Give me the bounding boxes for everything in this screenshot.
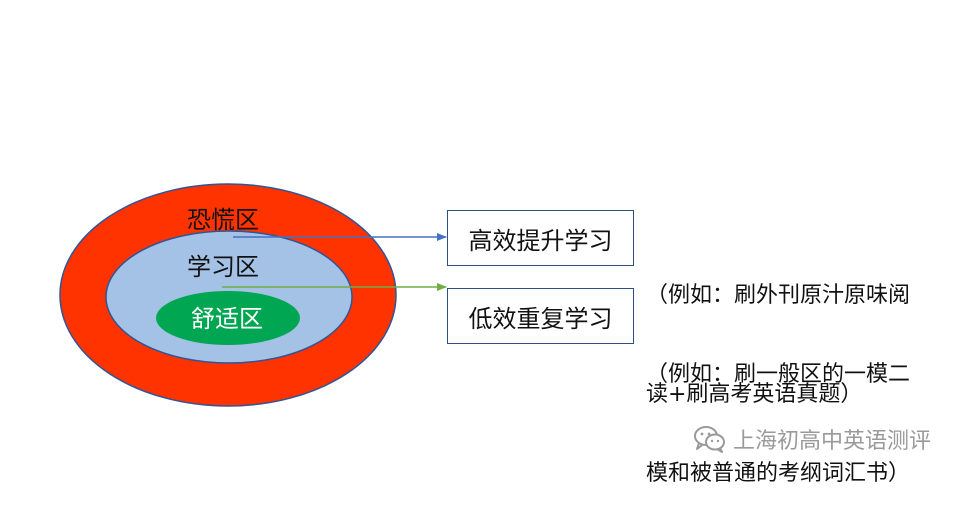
high-note-line1: （例如：刷外刊原汁原味阅	[646, 283, 911, 308]
comfort-zone-label: 舒适区	[191, 305, 263, 333]
high-note-line2: 读+刷高考英语真题）	[646, 382, 863, 407]
low-efficiency-label: 低效重复学习	[468, 304, 613, 333]
panic-zone-label: 恐慌区	[187, 206, 259, 234]
wechat-icon	[694, 426, 725, 453]
high-efficiency-note: （例如：刷外刊原汁原味阅 读+刷高考英语真题）	[646, 213, 910, 444]
learning-zone-label: 学习区	[187, 253, 259, 281]
zone-diagram: 恐慌区 学习区 舒适区	[59, 183, 447, 407]
low-efficiency-box: 低效重复学习	[447, 288, 634, 344]
watermark-text: 上海初高中英语测评	[733, 429, 932, 454]
high-efficiency-label: 高效提升学习	[468, 226, 613, 255]
high-efficiency-box: 高效提升学习	[447, 210, 634, 266]
low-note-line2: 模和被普通的考纲词汇书）	[646, 461, 911, 486]
comfort-zone-ellipse	[156, 291, 300, 345]
low-efficiency-note: （例如：刷一般区的一模二 模和被普通的考纲词汇书）	[646, 292, 910, 523]
watermark: 上海初高中英语测评	[693, 423, 931, 455]
low-note-line1: （例如：刷一般区的一模二	[646, 362, 911, 387]
